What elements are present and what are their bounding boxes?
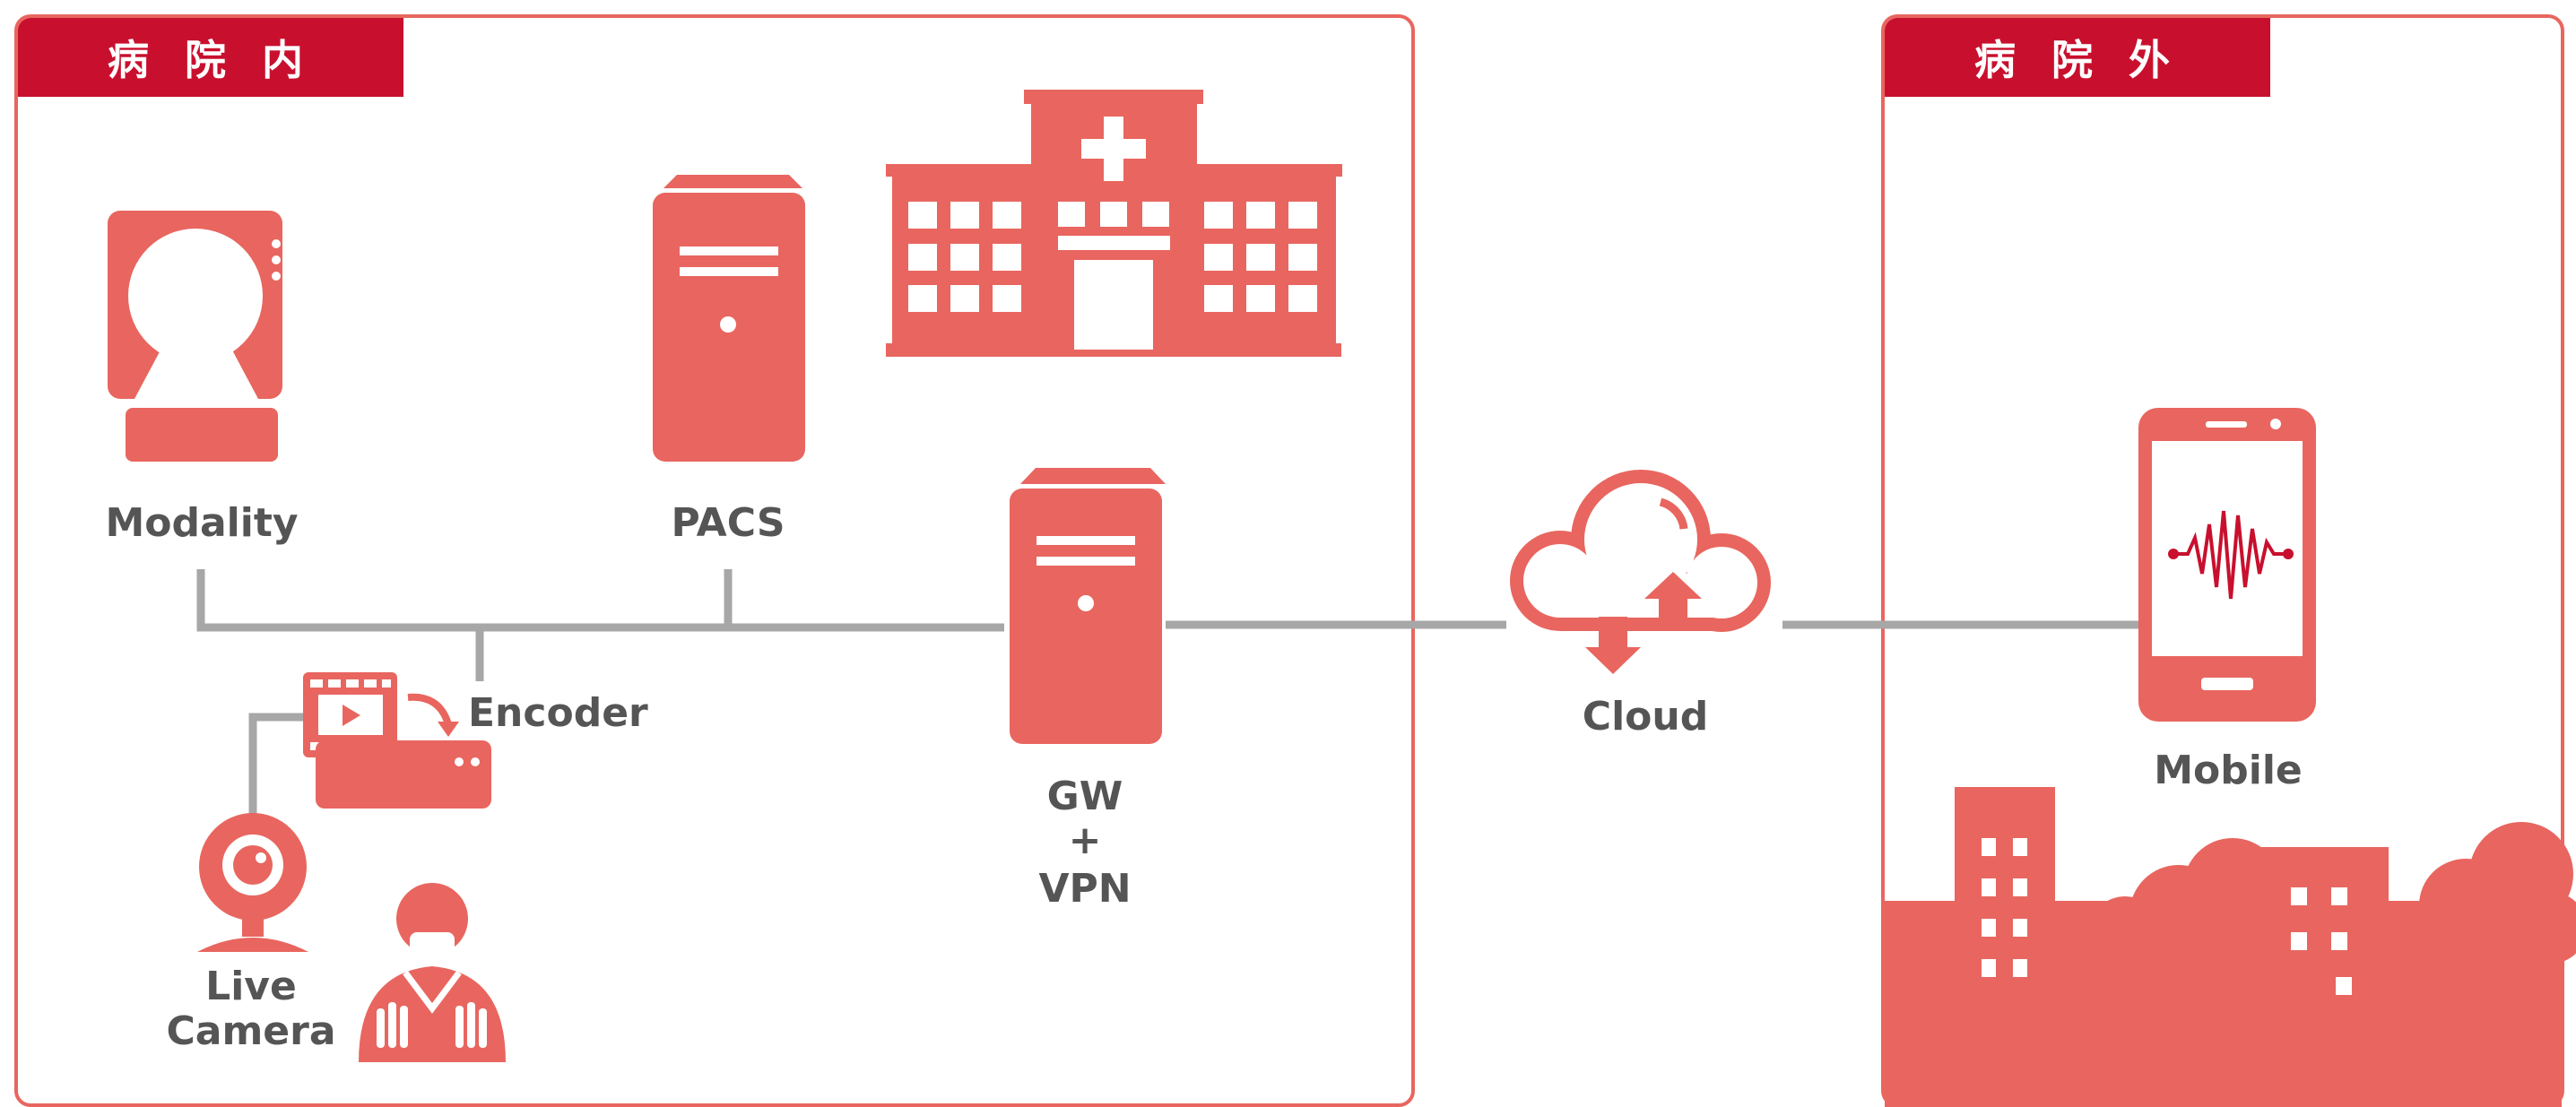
mobile-phone-icon — [2138, 408, 2316, 722]
gateway-server-icon — [1010, 468, 1166, 744]
camera-label-line2: Camera — [166, 1008, 336, 1054]
pacs-server-icon — [653, 175, 805, 462]
cloud-icon — [1510, 470, 1771, 674]
gateway-label-line2: VPN — [1038, 866, 1132, 912]
camera-link-line — [248, 713, 305, 814]
hospital-outside-title: 病 院 外 — [1885, 18, 2270, 97]
modality-icon — [108, 211, 282, 462]
camera-label-line1: Live — [205, 964, 297, 1009]
gateway-label-line1: GW — [1046, 774, 1123, 819]
city-skyline-icon — [1885, 787, 2576, 1107]
gateway-label-plus: + — [1068, 817, 1102, 863]
modality-label: Modality — [105, 500, 299, 546]
mobile-label: Mobile — [2154, 748, 2303, 793]
connection-lines — [196, 569, 2143, 814]
encoder-label: Encoder — [468, 690, 648, 736]
encoder-icon — [303, 672, 491, 809]
doctor-icon — [359, 883, 506, 1062]
hospital-inside-title: 病 院 内 — [18, 18, 403, 97]
hospital-building-icon — [886, 90, 1342, 357]
webcam-icon — [197, 813, 308, 952]
cloud-label: Cloud — [1582, 694, 1709, 739]
lan-bus-line — [196, 569, 1004, 632]
pacs-label: PACS — [671, 500, 785, 546]
